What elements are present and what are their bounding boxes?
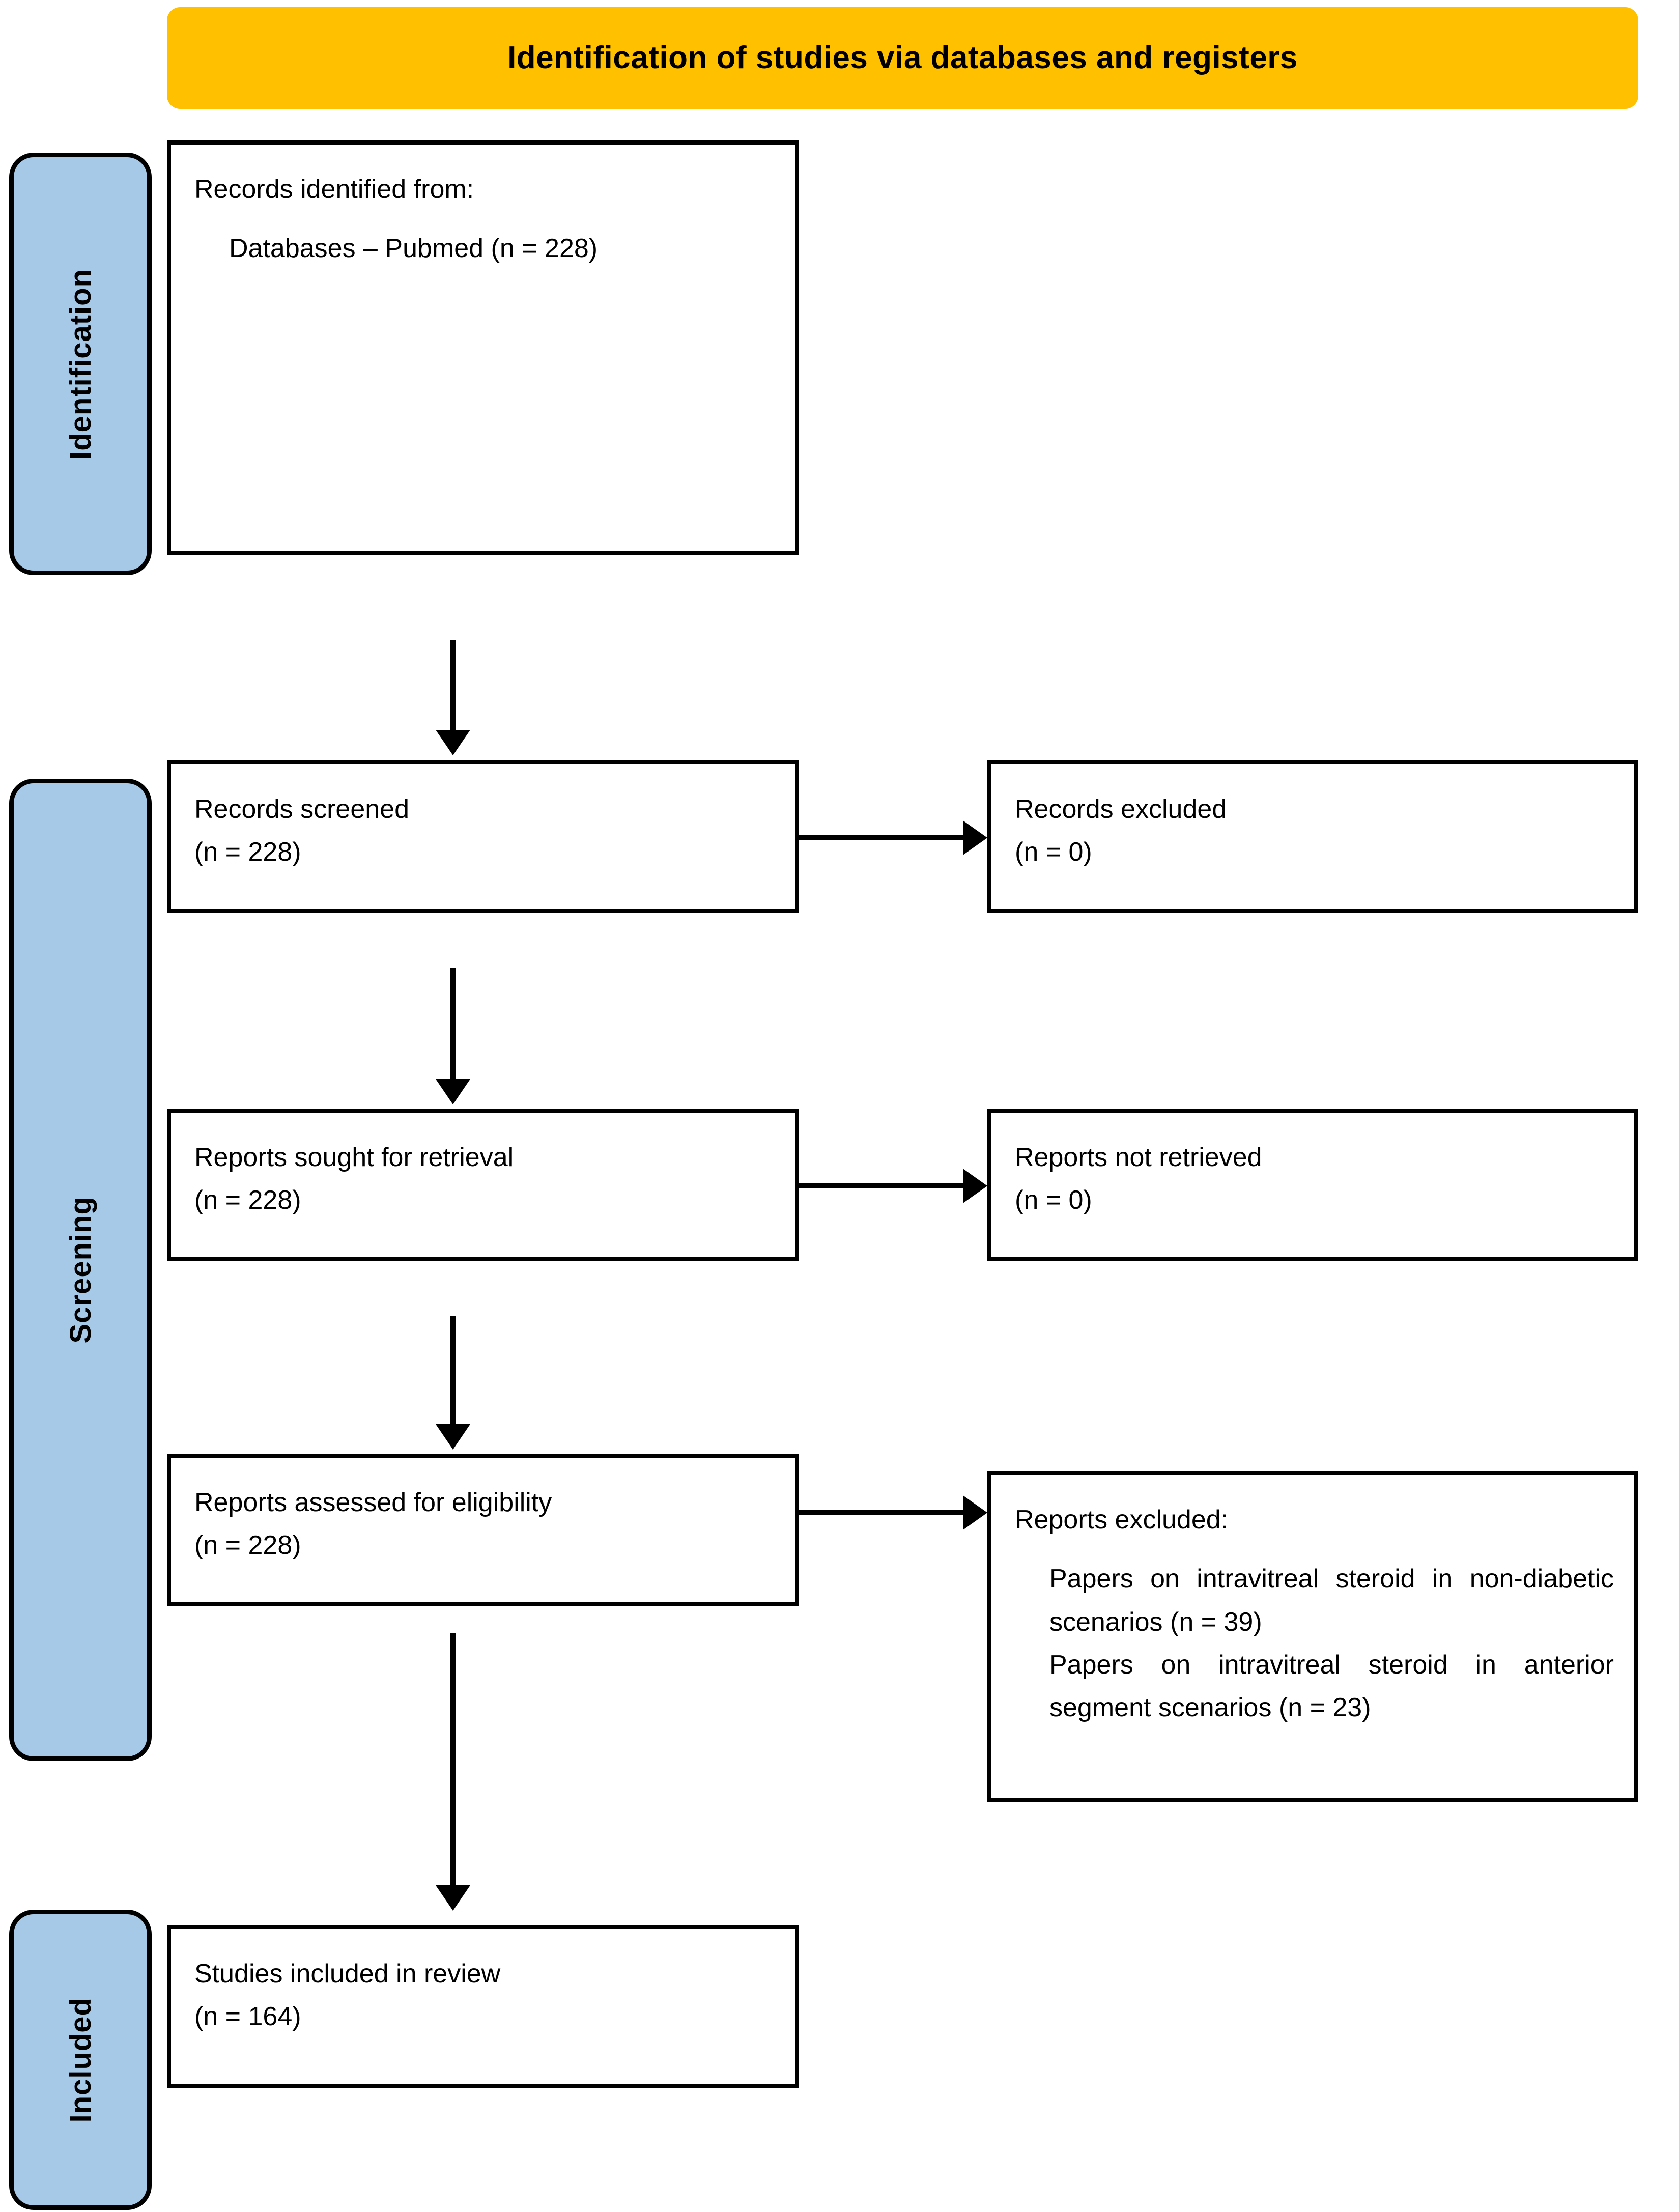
box-reports-excluded-line1: Reports excluded: xyxy=(1015,1505,1229,1535)
stage-label-included-text: Included xyxy=(64,1997,97,2123)
diagram-header-banner: Identification of studies via databases … xyxy=(167,7,1638,109)
box-reports-not-retrieved-count: (n = 0) xyxy=(1015,1185,1092,1215)
arrow-down-identified-to-screened xyxy=(450,640,456,732)
arrow-down-screened-to-sought xyxy=(450,968,456,1081)
box-reports-assessed: Reports assessed for eligibility (n = 22… xyxy=(167,1454,799,1606)
box-records-identified: Records identified from: Databases – Pub… xyxy=(167,140,799,555)
box-reports-excluded-reason-2: Papers on intravitreal steroid in anteri… xyxy=(1049,1650,1614,1723)
arrow-right-sought-to-not-retrieved xyxy=(799,1183,965,1188)
box-studies-included-count: (n = 164) xyxy=(194,2002,301,2032)
box-reports-sought-count: (n = 228) xyxy=(194,1185,301,1215)
box-records-excluded: Records excluded (n = 0) xyxy=(987,760,1638,913)
box-reports-assessed-line1: Reports assessed for eligibility xyxy=(194,1488,552,1517)
stage-label-included: Included xyxy=(9,1910,152,2210)
box-records-identified-line1: Records identified from: xyxy=(194,175,474,204)
box-reports-excluded: Reports excluded: Papers on intravitreal… xyxy=(987,1471,1638,1802)
arrow-down-sought-to-assessed xyxy=(450,1316,456,1426)
arrow-down-assessed-to-included xyxy=(450,1633,456,1887)
box-records-screened: Records screened (n = 228) xyxy=(167,760,799,913)
stage-label-identification: Identification xyxy=(9,153,152,575)
stage-label-screening: Screening xyxy=(9,779,152,1761)
arrow-right-screened-to-records-excluded xyxy=(799,835,965,840)
box-records-screened-line1: Records screened xyxy=(194,795,409,824)
box-reports-sought-line1: Reports sought for retrieval xyxy=(194,1143,514,1172)
arrow-right-assessed-to-reports-excluded xyxy=(799,1510,965,1515)
box-studies-included-line1: Studies included in review xyxy=(194,1959,501,1989)
box-reports-sought: Reports sought for retrieval (n = 228) xyxy=(167,1109,799,1261)
box-records-excluded-count: (n = 0) xyxy=(1015,837,1092,867)
box-records-excluded-line1: Records excluded xyxy=(1015,795,1227,824)
box-studies-included: Studies included in review (n = 164) xyxy=(167,1925,799,2088)
box-reports-not-retrieved-line1: Reports not retrieved xyxy=(1015,1143,1262,1172)
stage-label-screening-text: Screening xyxy=(64,1196,97,1344)
box-reports-assessed-count: (n = 228) xyxy=(194,1530,301,1561)
stage-label-identification-text: Identification xyxy=(64,268,97,460)
box-records-identified-line2: Databases – Pubmed (n = 228) xyxy=(229,234,598,264)
box-reports-excluded-reason-1: Papers on intravitreal steroid in non-di… xyxy=(1049,1564,1614,1637)
box-reports-not-retrieved: Reports not retrieved (n = 0) xyxy=(987,1109,1638,1261)
diagram-title: Identification of studies via databases … xyxy=(507,40,1298,75)
box-records-screened-count: (n = 228) xyxy=(194,837,301,867)
